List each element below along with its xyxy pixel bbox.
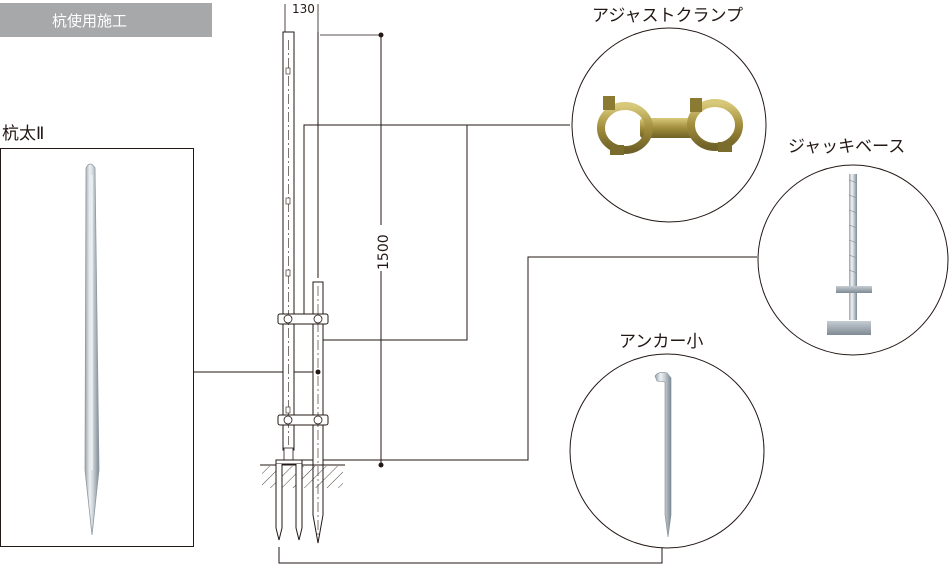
anchor-circle	[569, 353, 765, 549]
dimension-width: 130	[284, 2, 319, 34]
clamp-circle	[571, 27, 767, 223]
jack-base-label: ジャッキベース	[788, 137, 905, 157]
clamp-label: アジャストクランプ	[592, 6, 743, 26]
jack-base-circle	[757, 164, 949, 356]
stake-label: 杭太Ⅱ	[2, 124, 44, 144]
dimension-width-label: 130	[292, 2, 315, 16]
jack-base-photo	[827, 174, 872, 335]
leader-lines	[193, 124, 757, 564]
banner-background	[0, 3, 212, 37]
jack-base-drawing	[275, 447, 303, 465]
dimension-height: 1500	[320, 32, 395, 468]
section-banner: 杭使用施工	[0, 3, 212, 37]
anchor-label: アンカー小	[619, 332, 703, 352]
main-pipe	[282, 31, 295, 451]
stake-photo-frame	[0, 148, 194, 547]
anchor-pins	[275, 464, 303, 541]
clamp-upper	[277, 313, 329, 325]
dimension-height-label: 1500	[376, 234, 392, 270]
anchor-photo	[654, 372, 672, 538]
clamp-photo	[597, 96, 743, 155]
clamp-lower	[277, 414, 329, 426]
banner-title: 杭使用施工	[52, 12, 127, 30]
stake-photo	[84, 163, 100, 536]
